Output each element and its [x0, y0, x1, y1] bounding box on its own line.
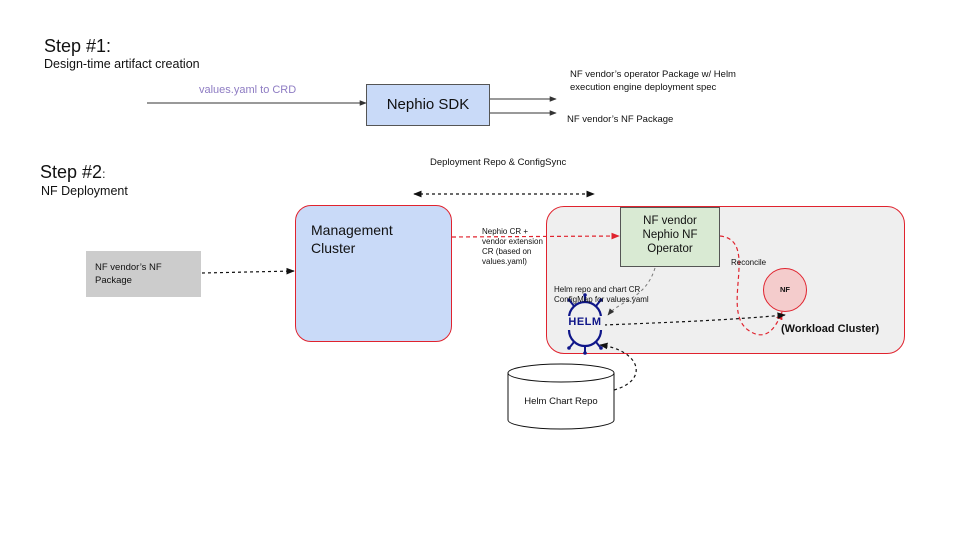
step1-title: Step #1:: [44, 36, 112, 56]
operator-package-line2: execution engine deployment spec: [570, 82, 717, 93]
nephio-cr-label: Nephio CR + vendor extension CR (based o…: [482, 227, 543, 267]
nf-package-line1: NF vendor’s NF: [95, 262, 162, 273]
operator-package-label: NF vendor’s operator Package w/ Helm exe…: [570, 68, 736, 94]
nf-package-output-label: NF vendor’s NF Package: [567, 114, 674, 125]
helm-chart-repo-label: Helm Chart Repo: [524, 396, 598, 407]
workload-cluster-label: (Workload Cluster): [781, 323, 880, 335]
workload-cluster-box[interactable]: [546, 206, 905, 354]
helm-logo-text: HELM: [565, 316, 605, 328]
values-yaml-label: values.yaml to CRD: [199, 84, 297, 96]
nephio-cr-line: values.yaml): [482, 257, 527, 266]
step2-title-text: Step #2: [40, 162, 103, 182]
nephio-cr-line: CR (based on: [482, 247, 532, 256]
reconcile-label: Reconcile: [731, 258, 767, 267]
operator-package-line1: NF vendor’s operator Package w/ Helm: [570, 69, 736, 80]
nephio-sdk-label: Nephio SDK: [386, 96, 470, 113]
management-line2: Cluster: [311, 240, 356, 256]
package-to-management-arrow: [201, 267, 295, 275]
step2-subtitle: NF Deployment: [41, 184, 128, 198]
nf-operator-label: NF vendor Nephio NF Operator: [620, 214, 720, 256]
reconcile-arrow: [719, 235, 783, 336]
nf-circle[interactable]: [763, 268, 807, 312]
nf-package-label: NF vendor’s NF Package: [95, 261, 162, 287]
nephio-cr-line: Nephio CR +: [482, 227, 529, 236]
nephio-cr-line: vendor extension: [482, 237, 543, 246]
helm-to-nf-arrow: [603, 312, 786, 326]
operator-to-helm-arrow: [607, 267, 656, 316]
management-cluster-label: Management Cluster: [311, 221, 393, 257]
management-line1: Management: [311, 222, 393, 238]
step2-title: Step #2:: [40, 162, 105, 183]
deployment-repo-label: Deployment Repo & ConfigSync: [430, 157, 567, 168]
nf-operator-line: Nephio NF: [642, 229, 698, 241]
helm-wheel-icon: [567, 293, 603, 355]
helm-repo-label: Helm repo and chart CR ConfigMap for val…: [554, 285, 649, 305]
helm-chart-repo-cylinder: [507, 363, 615, 430]
helm-repo-line: Helm repo and chart CR: [554, 285, 641, 294]
nf-package-box[interactable]: [86, 251, 201, 297]
step2-title-suffix: :: [102, 167, 106, 181]
nephio-sdk-box[interactable]: [366, 84, 490, 126]
nf-label: NF: [780, 285, 790, 294]
nf-operator-line: Operator: [647, 243, 693, 255]
chart-repo-to-helm-arrow: [599, 342, 637, 391]
nf-operator-box[interactable]: [620, 207, 720, 267]
nf-operator-line: NF vendor: [643, 215, 697, 227]
step1-subtitle: Design-time artifact creation: [44, 57, 200, 71]
nf-package-line2: Package: [95, 275, 132, 286]
helm-repo-line: ConfigMap for values.yaml: [554, 295, 649, 304]
management-cluster-box[interactable]: [295, 205, 452, 342]
